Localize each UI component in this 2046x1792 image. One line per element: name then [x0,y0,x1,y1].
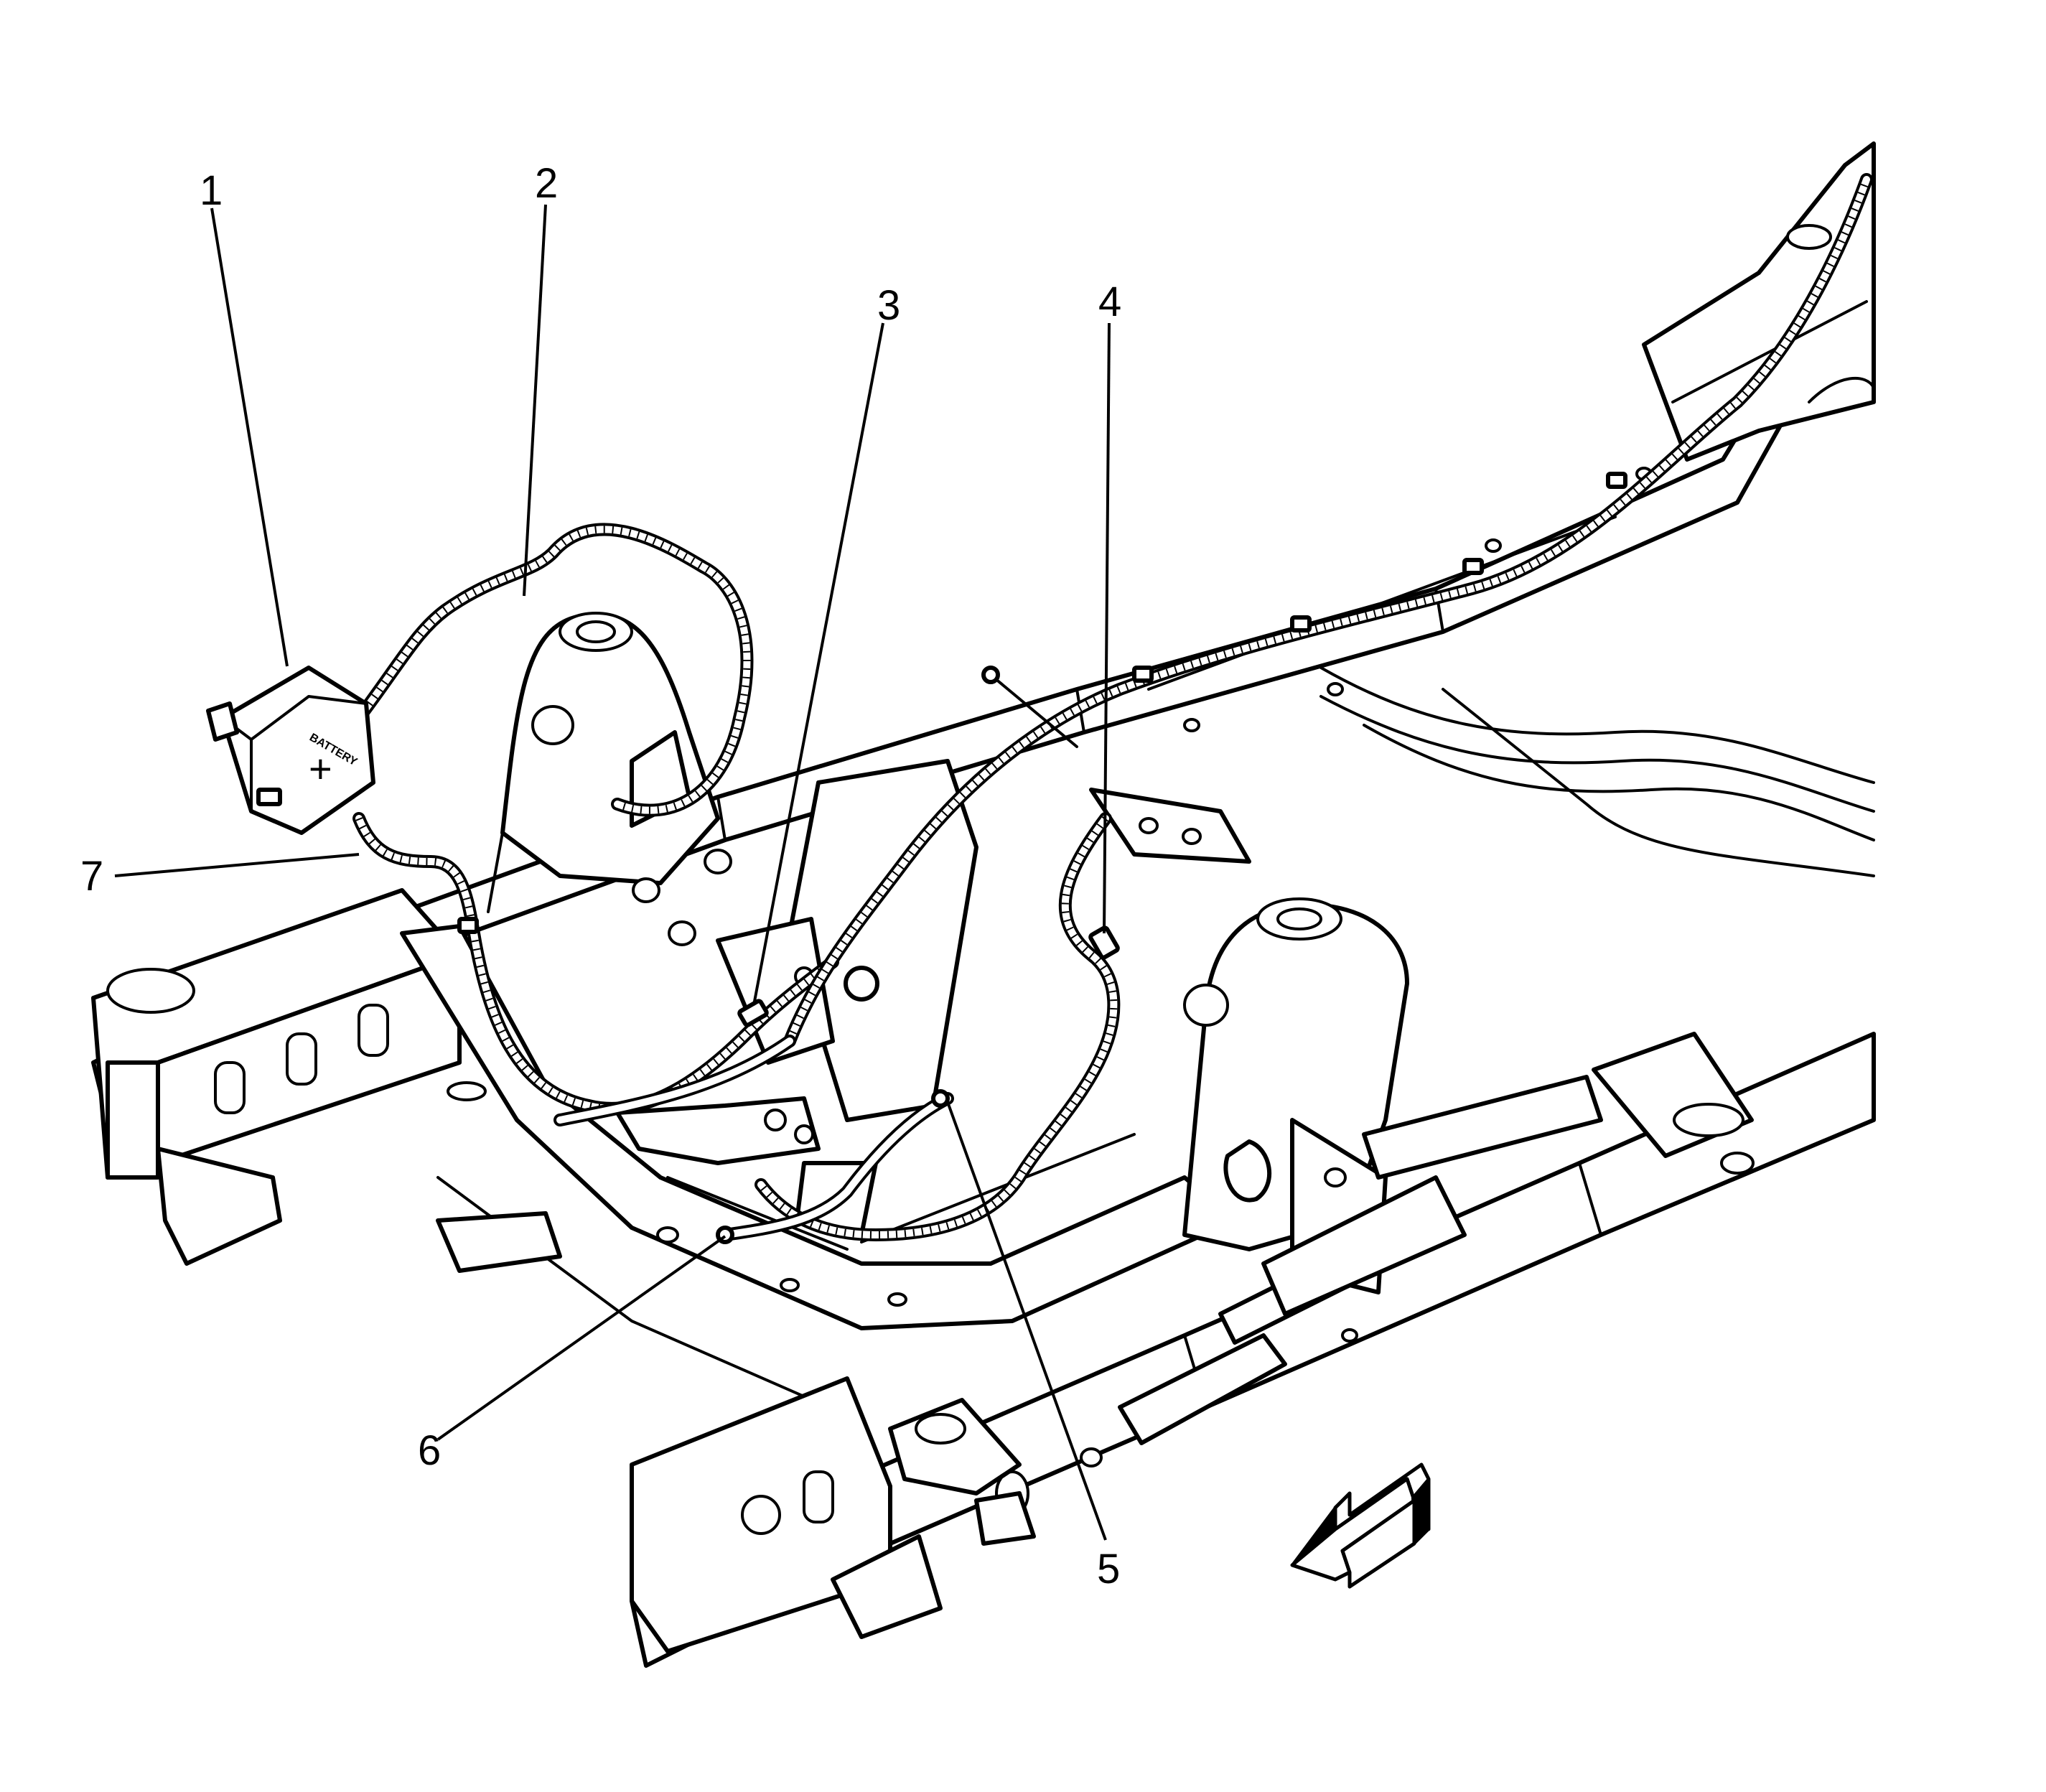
callout-4: 4 [1098,279,1121,325]
callout-1: 1 [200,167,223,214]
leader-6 [436,1235,727,1441]
leader-4 [1103,322,1111,934]
right-frame-bracket [1362,1032,1754,1180]
callout-labels: 1 2 3 4 5 6 7 [80,160,1121,1592]
leader-2 [523,204,547,597]
front-crossmember [91,888,462,1266]
callout-6: 6 [418,1427,441,1474]
junction-block-plus-symbol: + [309,746,332,791]
wiring-harness [352,173,1873,1241]
upper-frame-bracket [1089,788,1251,864]
callout-5: 5 [1097,1546,1120,1592]
callout-leaders [114,204,1111,1541]
leader-7 [114,853,360,877]
harness-connectors [457,472,1627,1244]
callout-2: 2 [535,160,558,207]
junction-block: BATTERY + [206,666,375,835]
leader-1 [210,207,289,667]
frame-rear-sweep [1319,666,1875,877]
callout-7: 7 [80,853,103,900]
frame-front-end-near [630,1376,1022,1653]
lower-link-members [436,1175,1467,1546]
leader-3 [752,322,884,1006]
leader-5 [946,1101,1107,1541]
left-spring-tower [487,612,732,946]
front-direction-arrow-icon [1290,1462,1431,1589]
callout-3: 3 [877,282,900,329]
frame-rear-upper-end [1642,141,1876,462]
